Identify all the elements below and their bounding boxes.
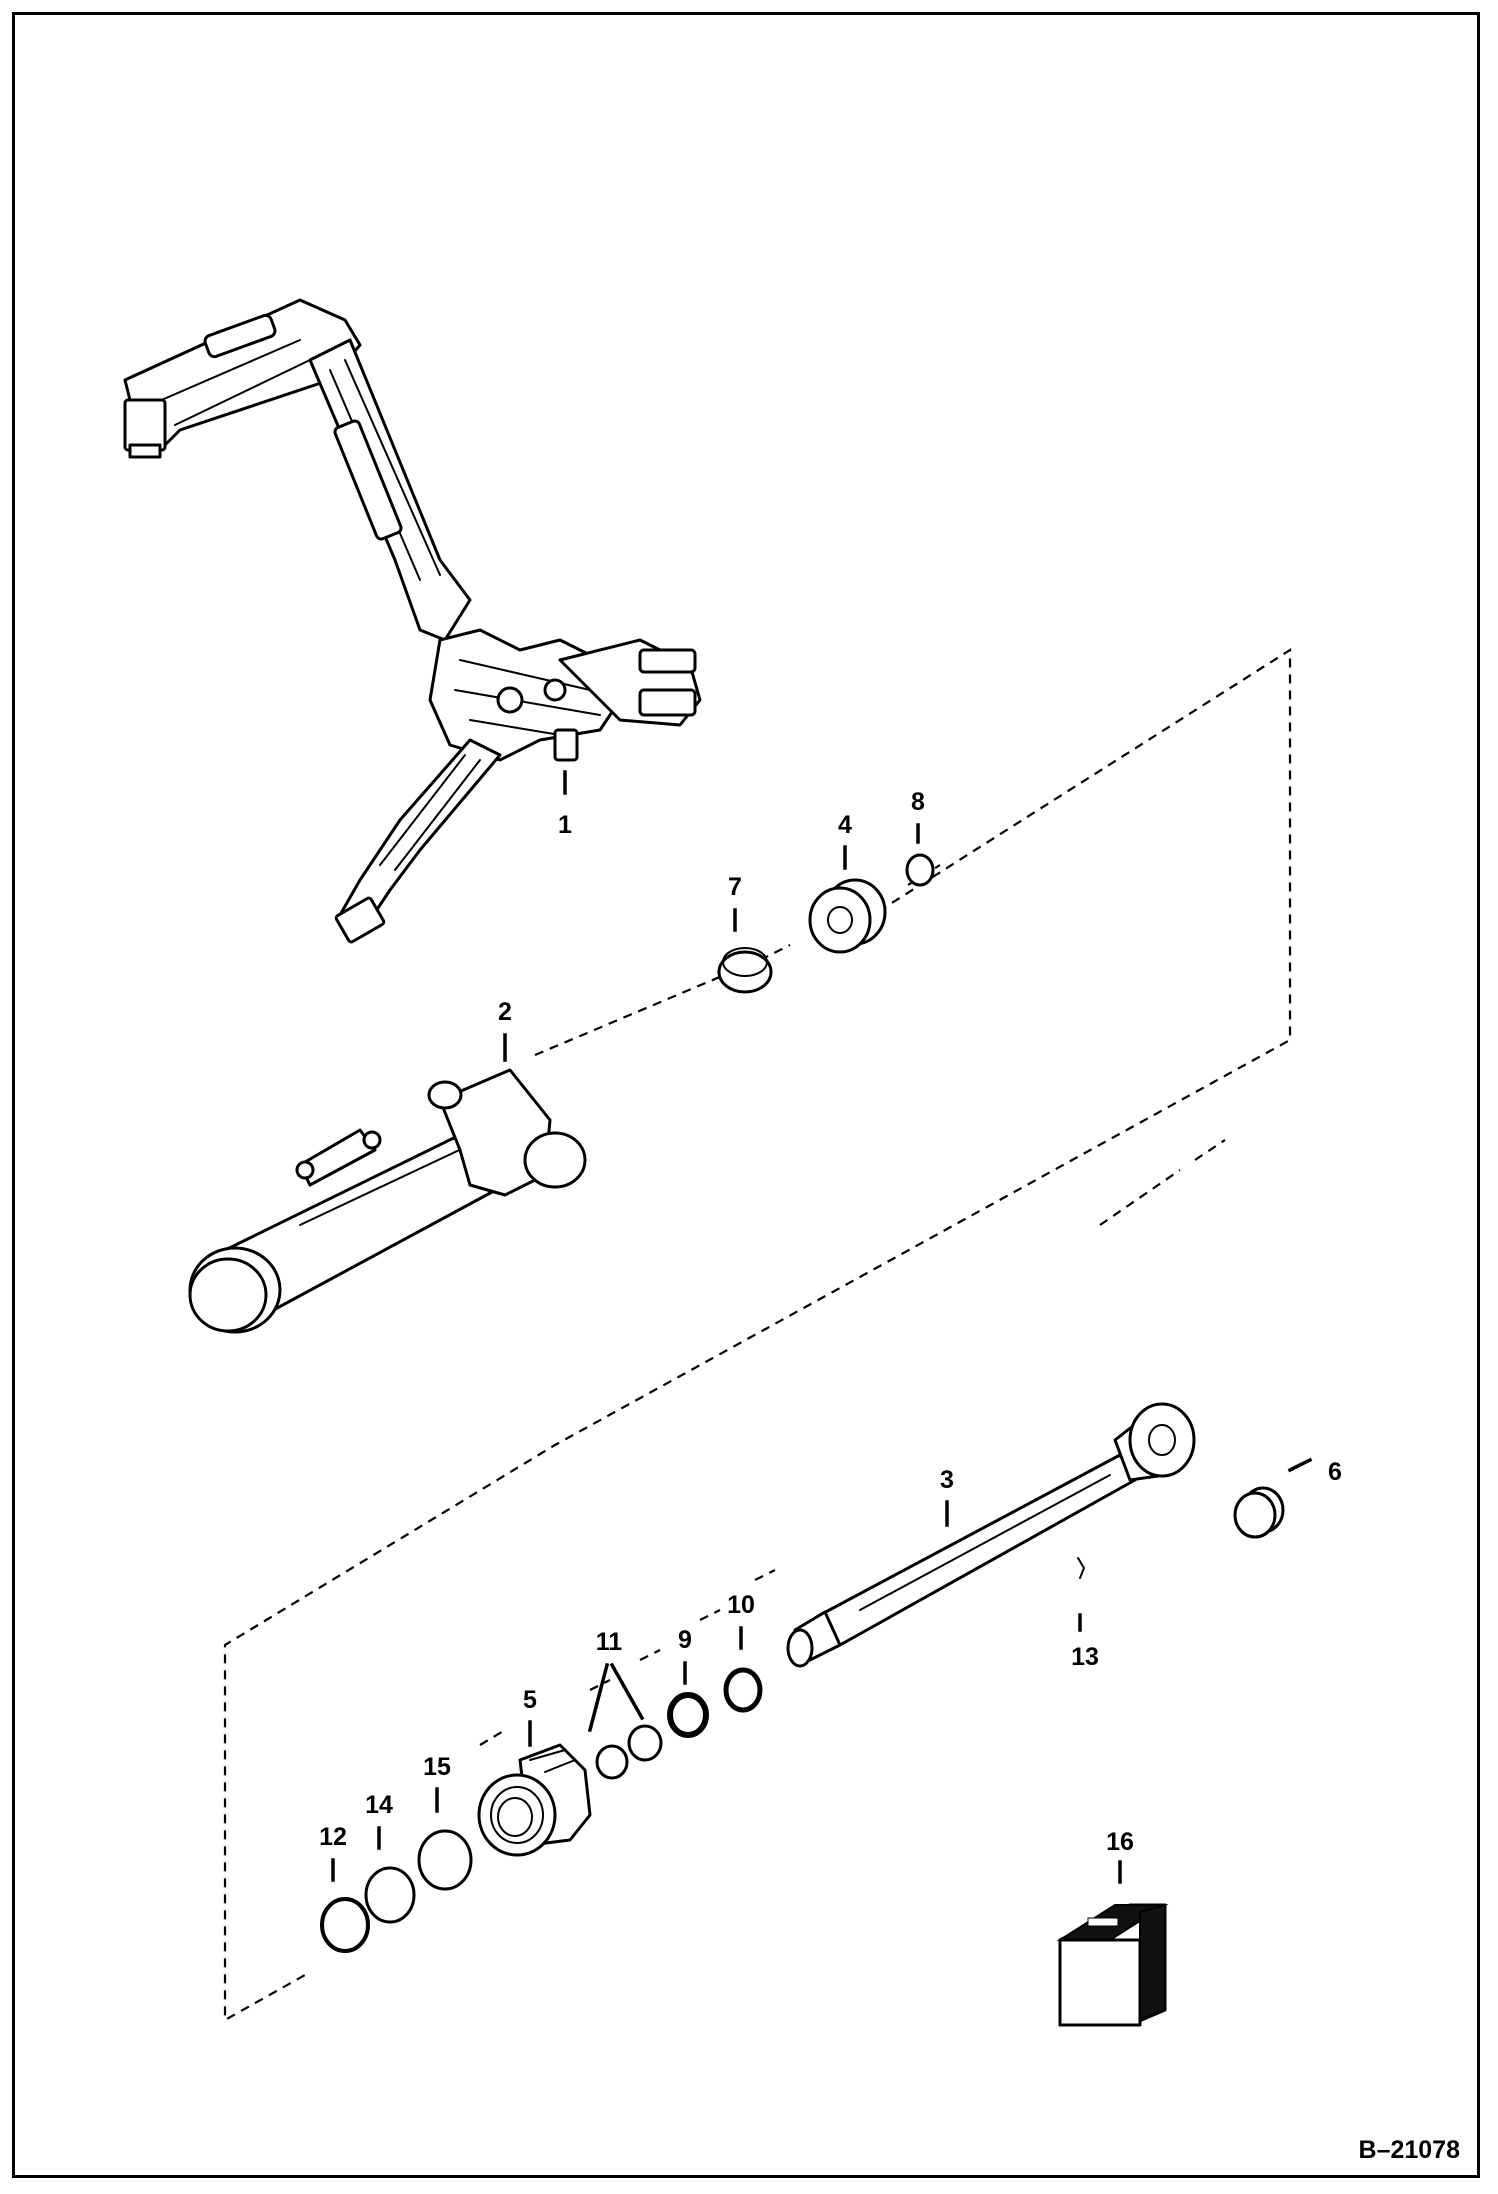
callout-1: 1 bbox=[558, 811, 572, 839]
part-16-seal-kit-box bbox=[1056, 1903, 1169, 2027]
callout-14: 14 bbox=[365, 1791, 393, 1819]
part-5-gland bbox=[477, 1743, 592, 1857]
callout-15: 15 bbox=[423, 1753, 451, 1781]
part-7-sleeve bbox=[717, 947, 773, 994]
callout-10: 10 bbox=[727, 1591, 755, 1619]
callout-8: 8 bbox=[911, 788, 925, 816]
part-1-boom-assembly bbox=[123, 298, 702, 944]
callout-7: 7 bbox=[728, 873, 742, 901]
callout-9: 9 bbox=[678, 1626, 692, 1654]
callout-3: 3 bbox=[940, 1466, 954, 1494]
callout-6: 6 bbox=[1328, 1458, 1342, 1486]
callout-5: 5 bbox=[523, 1686, 537, 1714]
callout-2: 2 bbox=[498, 998, 512, 1026]
part-13-grease-fitting bbox=[1077, 1557, 1086, 1579]
leader-lines bbox=[331, 770, 1313, 1884]
callout-13: 13 bbox=[1071, 1643, 1099, 1671]
part-3-rod bbox=[786, 1402, 1196, 1668]
part-12-ring bbox=[320, 1897, 370, 1953]
callout-16: 16 bbox=[1106, 1828, 1134, 1856]
callout-4: 4 bbox=[838, 811, 852, 839]
part-6-bushing bbox=[1233, 1486, 1285, 1539]
part-10-ring bbox=[723, 1667, 763, 1713]
figure-id: B–21078 bbox=[1359, 2136, 1461, 2164]
part-9-ring bbox=[667, 1692, 709, 1738]
callout-11: 11 bbox=[596, 1628, 623, 1656]
part-14-ring bbox=[364, 1866, 416, 1924]
part-8-ring bbox=[905, 853, 935, 887]
callout-labels: 1 2 3 4 5 6 7 8 9 10 11 12 13 14 15 16 bbox=[319, 788, 1342, 1856]
part-4-piston bbox=[808, 878, 887, 954]
callout-12: 12 bbox=[319, 1823, 347, 1851]
part-11-rings bbox=[595, 1724, 663, 1780]
part-2-cylinder-barrel bbox=[188, 1068, 587, 1334]
part-15-ring bbox=[417, 1829, 473, 1891]
